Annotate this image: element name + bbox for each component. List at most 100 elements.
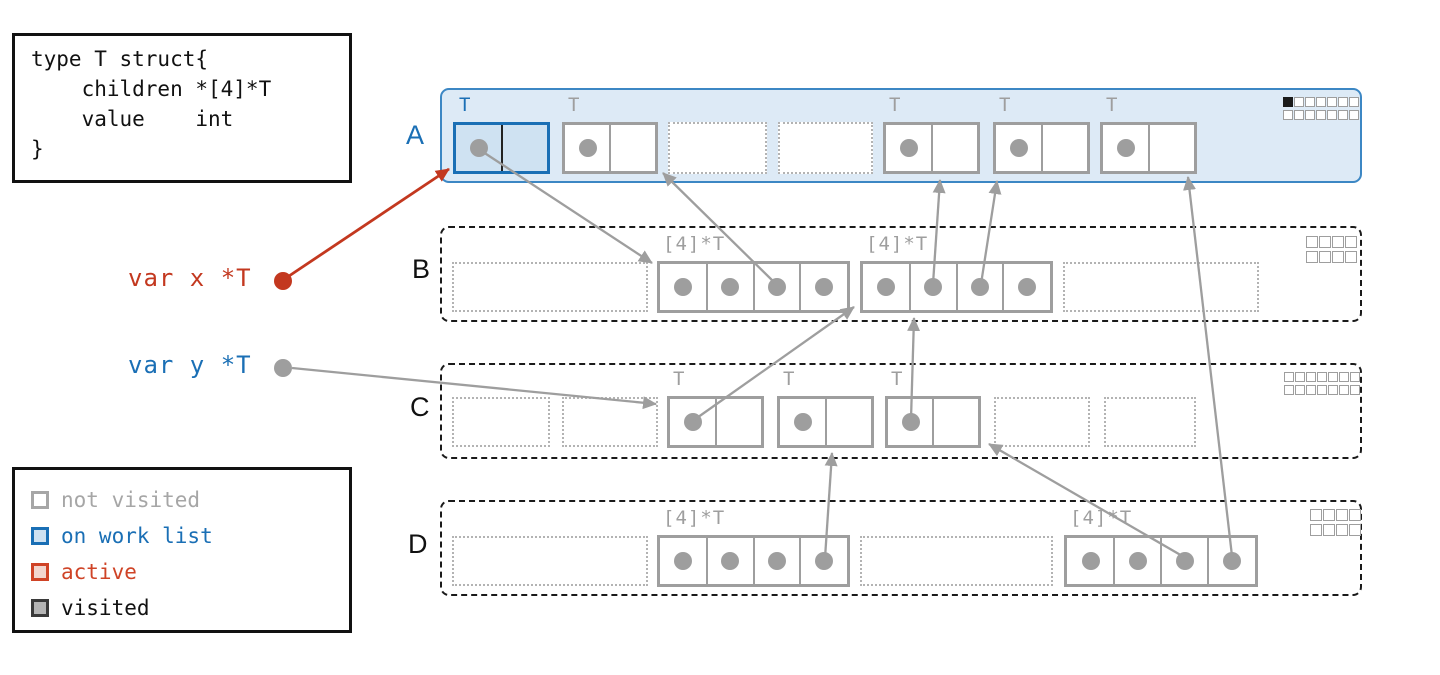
type-tag: T bbox=[568, 94, 581, 116]
bitmap-cell bbox=[1345, 251, 1357, 263]
heap-object bbox=[777, 396, 874, 448]
var-x-label: var x *T bbox=[128, 264, 252, 292]
bitmap-cell bbox=[1317, 372, 1327, 382]
bitmap-cell bbox=[1323, 509, 1335, 521]
bitmap-cell bbox=[1319, 236, 1331, 248]
cell-divider bbox=[1160, 538, 1162, 584]
legend-item-active: active bbox=[31, 554, 349, 590]
bitmap-cell bbox=[1306, 372, 1316, 382]
type-tag: T bbox=[673, 368, 686, 390]
bitmap-cell bbox=[1349, 524, 1361, 536]
heap-object bbox=[562, 122, 658, 174]
type-tag: [4]*T bbox=[866, 233, 929, 255]
code-line: type T struct{ bbox=[31, 47, 209, 71]
var-pointer-dot bbox=[274, 359, 292, 377]
bitmap-cell bbox=[1349, 509, 1361, 521]
bitmap-cell bbox=[1306, 236, 1318, 248]
cell-divider bbox=[1147, 125, 1150, 171]
pointer-dot bbox=[721, 552, 740, 570]
bitmap-cell bbox=[1350, 372, 1360, 382]
legend-label: on work list bbox=[61, 524, 213, 548]
bitmap-cell bbox=[1339, 385, 1349, 395]
cell-divider bbox=[824, 399, 827, 445]
cell-divider bbox=[705, 538, 708, 584]
row-label-D: D bbox=[408, 529, 428, 559]
heap-object bbox=[885, 396, 981, 448]
bitmap-cell bbox=[1317, 385, 1327, 395]
bitmap-cell bbox=[1294, 110, 1304, 120]
cell-divider bbox=[955, 264, 958, 310]
cell-divider bbox=[705, 264, 708, 310]
bitmap-cell bbox=[1327, 110, 1337, 120]
free-slot bbox=[452, 397, 550, 447]
pointer-dot bbox=[924, 278, 943, 296]
legend-label: visited bbox=[61, 596, 150, 620]
row-label-B: B bbox=[412, 254, 431, 284]
bitmap-cell bbox=[1295, 372, 1305, 382]
bitmap-cell bbox=[1332, 251, 1344, 263]
not-visited-swatch-icon bbox=[31, 491, 49, 509]
legend-item-visited: visited bbox=[31, 590, 349, 626]
legend: not visited on work list active visited bbox=[12, 467, 352, 633]
pointer-dot bbox=[1017, 278, 1036, 296]
pointer-dot bbox=[1128, 552, 1147, 570]
type-tag: T bbox=[999, 94, 1012, 116]
var-pointer-dot bbox=[274, 272, 292, 290]
heap-object bbox=[883, 122, 980, 174]
free-slot bbox=[1104, 397, 1196, 447]
type-tag: T bbox=[889, 94, 902, 116]
bitmap-cell bbox=[1350, 385, 1360, 395]
pointer-dot bbox=[578, 139, 597, 157]
bitmap-cell bbox=[1295, 385, 1305, 395]
pointer-dot bbox=[1081, 552, 1100, 570]
bitmap-cell bbox=[1284, 372, 1294, 382]
type-tag: T bbox=[459, 94, 472, 116]
pointer-dot bbox=[970, 278, 989, 296]
legend-item-on-work-list: on work list bbox=[31, 518, 349, 554]
pointer-dot bbox=[1222, 552, 1241, 570]
row-label-C: C bbox=[410, 392, 430, 422]
bitmap-cell bbox=[1332, 236, 1344, 248]
cell-divider bbox=[932, 399, 934, 445]
pointer-dot bbox=[469, 139, 488, 157]
cell-divider bbox=[1040, 125, 1043, 171]
type-tag: [4]*T bbox=[663, 233, 726, 255]
pointer-dot bbox=[1175, 552, 1194, 570]
heap-object bbox=[1100, 122, 1197, 174]
bitmap-cell bbox=[1310, 524, 1322, 536]
pointer-dot bbox=[767, 278, 786, 296]
code-line: value int bbox=[31, 107, 234, 131]
cell-divider bbox=[1207, 538, 1209, 584]
pointer-dot bbox=[721, 278, 740, 296]
legend-label: not visited bbox=[61, 488, 201, 512]
type-tag: [4]*T bbox=[1070, 507, 1133, 529]
pointer-dot bbox=[901, 413, 920, 431]
bitmap-cell bbox=[1284, 385, 1294, 395]
code-line: } bbox=[31, 137, 44, 161]
free-slot bbox=[452, 262, 648, 312]
type-tag: T bbox=[1106, 94, 1119, 116]
bitmap-cell bbox=[1323, 524, 1335, 536]
bitmap-cell bbox=[1305, 97, 1315, 107]
heap-object bbox=[453, 122, 550, 174]
bitmap-cell bbox=[1338, 97, 1348, 107]
cell-divider bbox=[1113, 538, 1115, 584]
row-label-A: A bbox=[406, 120, 425, 150]
cell-divider bbox=[752, 264, 755, 310]
bitmap-cell bbox=[1305, 110, 1315, 120]
bitmap-cell bbox=[1345, 236, 1357, 248]
bitmap-cell bbox=[1339, 372, 1349, 382]
bitmap-cell bbox=[1327, 97, 1337, 107]
pointer-dot bbox=[814, 278, 833, 296]
bitmap-cell bbox=[1328, 372, 1338, 382]
var-y-label: var y *T bbox=[128, 351, 252, 379]
type-definition-box: type T struct{ children *[4]*T value int… bbox=[12, 33, 352, 183]
type-tag: T bbox=[891, 368, 904, 390]
free-slot bbox=[994, 397, 1090, 447]
cell-divider bbox=[930, 125, 933, 171]
heap-object bbox=[667, 396, 764, 448]
cell-divider bbox=[799, 264, 802, 310]
pointer-dot bbox=[767, 552, 786, 570]
bitmap-cell bbox=[1336, 509, 1348, 521]
on-work-list-swatch-icon bbox=[31, 527, 49, 545]
